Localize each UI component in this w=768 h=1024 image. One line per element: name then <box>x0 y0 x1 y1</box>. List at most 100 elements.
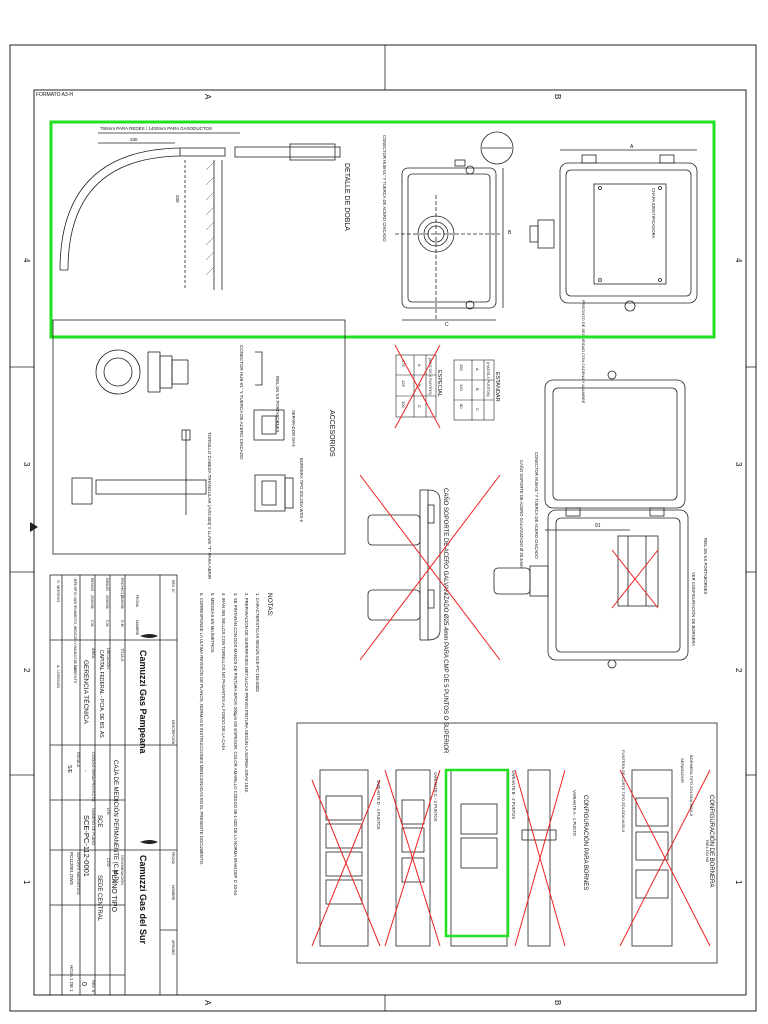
zone-letter-a-top: A <box>203 94 212 100</box>
tb-rev-label: REV. N° <box>91 980 95 994</box>
table-especial-a: A <box>417 364 422 367</box>
highlight-top-section <box>49 120 716 339</box>
notas-item-1: 1. CARACTERÍSTICAS SEGÚN SCE-PC-104-0003 <box>255 593 260 692</box>
bending-title: DETALLE DE DOBLA <box>343 163 350 231</box>
bending-dim-330: 330 <box>130 137 138 142</box>
tb-revision-fecha-label: FECHA <box>171 852 175 865</box>
tb-hoja: HOJA 1 DE 1 <box>69 965 74 992</box>
open-box-terminal-cross <box>611 549 659 609</box>
tb-proyecto-label: PROYECTÓ <box>120 578 125 598</box>
box-side-dim-a: A <box>630 144 634 150</box>
table-estandar-b-val: 120 <box>459 384 464 391</box>
box-front-conector-label: CONECTOR HUB-01" Y TUERCA DE ACERO CINCA… <box>382 135 387 242</box>
tb-area: GERENCIA TÉCNICA <box>82 660 91 724</box>
table-especial <box>395 354 437 418</box>
zone-number-4-left: 4 <box>22 258 31 263</box>
config-frame <box>296 722 718 964</box>
accesorios-frame <box>52 319 346 555</box>
table-especial-cross <box>394 344 441 429</box>
tb-nombre-label: NOMBRE <box>135 620 139 636</box>
config-variante-c: VARIANTE C - 3 PUNTOS <box>433 772 438 822</box>
table-estandar-c-val: 80 <box>459 404 464 409</box>
bending-dim-side: 330 <box>175 195 180 203</box>
config-variante-a: VARIANTE A - 1 PUNTO <box>572 790 577 837</box>
tb-ua-label: U.N. <box>106 808 110 816</box>
table-estandar-a: A <box>475 368 480 371</box>
box-front-view <box>395 131 514 321</box>
outer-frame <box>9 44 757 1012</box>
tb-area-label: ÁREA <box>91 648 95 659</box>
table-estandar-b: B <box>475 388 480 391</box>
accesorios-drawings <box>71 349 294 515</box>
notas-item-2: 2. PREPARACIÓN DE SUPERFICIES METÁLICAS … <box>244 593 249 793</box>
table-especial-title: ESPECIAL <box>436 370 442 397</box>
zone-letter-b-bottom: B <box>553 1000 562 1005</box>
tb-dibujo-label: DIBUJÓ <box>105 578 110 591</box>
accesorios-title: ACCESORIOS <box>328 410 335 457</box>
tb-ua: SCE <box>96 815 102 827</box>
cano-label: CAÑO SOPORTE DE ACERO GALVANIZADO Ø25.4m… <box>442 488 449 754</box>
tb-ubicacion-label: UBICACIÓN <box>106 648 111 669</box>
tb-reviso-nombre: C.M. <box>90 620 94 627</box>
tb-soporte: PC112001.DWG <box>69 852 74 886</box>
tb-escala-label: ESCALA <box>76 752 80 767</box>
tb-reviso-fecha: 25/09/08 <box>90 595 94 609</box>
tb-revision-nombre-label: NOMBRE <box>171 885 175 901</box>
zone-letter-b-top: B <box>553 94 562 99</box>
config-crosses <box>311 769 711 947</box>
box-front-dim-b: B <box>508 230 512 236</box>
zone-number-3-left: 3 <box>22 462 31 467</box>
open-box-ver: VER CONFIGURACIÓN DE BORNERA <box>691 572 696 646</box>
zone-number-2-right: 2 <box>734 668 743 673</box>
config-variante-d: VARIANTE D - 4 PUNTOS <box>376 780 381 830</box>
table-estandar-subtitle: (HASTA 4 PUNTOS) <box>486 362 490 397</box>
inner-frame <box>33 89 747 996</box>
tb-dibujo-fecha: 25/09/08 <box>105 595 109 609</box>
table-estandar-a-val: 150 <box>459 364 464 371</box>
tb-reviso-label: REVISÓ <box>90 578 95 592</box>
box-side-precinto-label: PRECINTO DE SEGURIDAD CON CADENA Y ALAMB… <box>581 300 586 404</box>
table-especial-b: B <box>417 384 422 387</box>
config-variante-b: VARIANTE B - 2 PUNTOS <box>511 770 516 819</box>
format-label: FORMATO A3-H <box>36 92 73 98</box>
box-front-dim-c: C <box>445 322 449 328</box>
title-block-lines <box>49 574 178 996</box>
zone-number-1-right: 1 <box>734 880 743 885</box>
tb-denominacion-label: DENOMINACIÓN <box>120 855 125 885</box>
tb-titulo: CAJA DE MEDICIÓN PERMANENTE (C.M.P.) <box>112 760 119 883</box>
tb-cc: SEDE CENTRAL <box>96 875 102 922</box>
accesorios-separador: SEPARADOR SH-6 <box>291 410 296 447</box>
accesorios-conector: CONECTOR HUB-01" Y TUERCA DE ACERO CINCA… <box>239 345 244 460</box>
tb-jefe-label: JEFE DPTO. MANTENIMIENTO, MEDICIÓN Y MAN… <box>73 578 78 672</box>
zone-number-4-right: 4 <box>734 258 743 263</box>
camuzzi-logo-left <box>140 634 158 638</box>
box-side-chapa-label: CHAPA IDENTIFICADORA <box>651 188 656 239</box>
tb-denominacion: PLANO TIPO <box>110 870 117 912</box>
accesorios-bornera: BORNERA TIPO ZOLODA WSS-6 <box>299 458 304 523</box>
tb-soporte-label: SOPORTE MAGNÉTICO <box>76 852 81 895</box>
notas-item-6: 6. CORRESPONDE LA ÚLTIMA REVISIÓN DE PLA… <box>199 593 204 865</box>
config-puntera: PUNTERA DE CORTE TIPO ZOLODA WSS-6 <box>621 750 626 833</box>
tb-plano-label: NÚMERO DE PLANO <box>91 808 96 845</box>
tb-proyecto-nombre: G.M. <box>120 620 124 628</box>
config-title-bornes: CONFIGURACIÓN PARA BORNES <box>582 795 589 890</box>
config-bornera-tipo: BORNERA TIPO ZOLODA WSS-6 <box>689 755 694 817</box>
zone-number-1-left: 1 <box>22 880 31 885</box>
tb-escala: S/E <box>66 765 72 774</box>
notas-item-4: 4. IRÁN SIN SELLOS CON TORNILLOS NO PASA… <box>221 593 226 751</box>
tb-codigo-label: CÓDIGO OBRA/PROYECTO <box>91 752 96 802</box>
config-separador: SEPARADOR <box>680 758 685 783</box>
tb-fecha-label: FECHA <box>135 595 139 608</box>
tb-descripcion-label: DESCRIPCIÓN <box>171 720 176 745</box>
zone-ticks <box>10 45 756 1011</box>
cano-cross <box>359 474 501 661</box>
tb-dibujo-nombre: C.M. <box>105 620 109 627</box>
cano-drawing <box>367 489 441 641</box>
accesorios-tornillo: TORNILLO CABEZA TRIANGULAR (AISI-304) Y … <box>207 432 212 580</box>
bending-detail <box>59 132 341 290</box>
table-estandar <box>453 359 495 421</box>
open-box-riel: RIEL DN NS PORTABORNES <box>703 538 708 594</box>
notas-item-5: 5. MEDIDAS EN MILÍMETROS. <box>210 593 215 654</box>
table-estandar-title: ESTANDAR <box>494 372 500 402</box>
